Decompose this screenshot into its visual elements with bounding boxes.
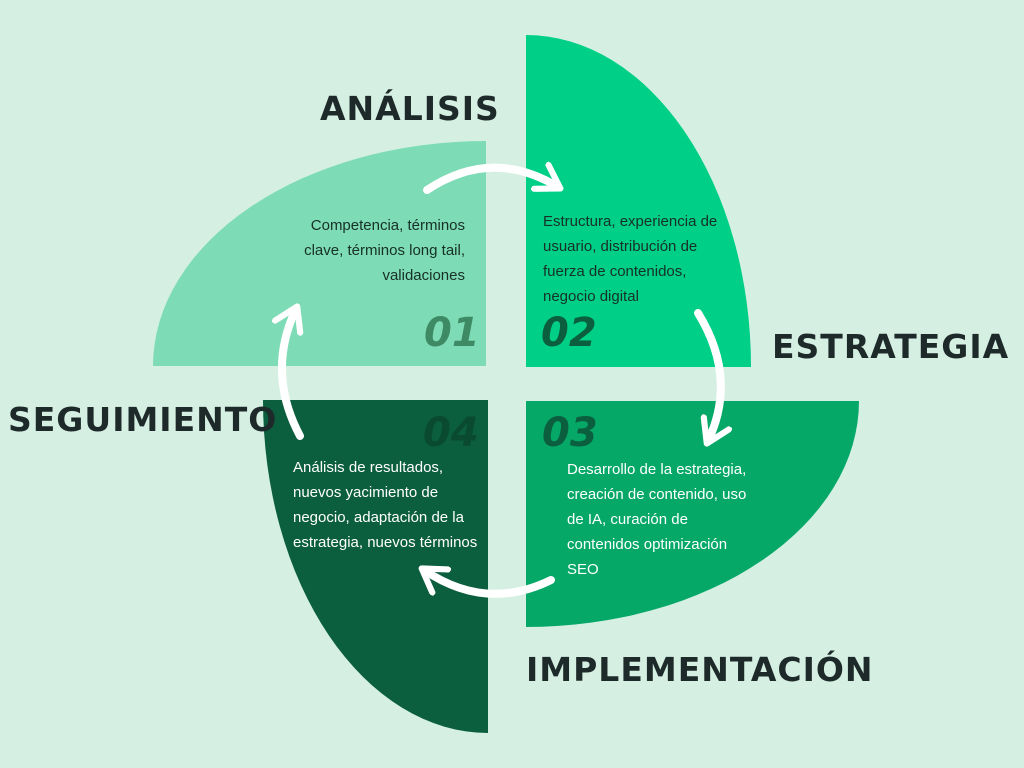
phase-4-title: SEGUIMIENTO <box>8 400 278 439</box>
phase-2-description: Estructura, experiencia de usuario, dist… <box>543 213 718 305</box>
phase-2-quadrant <box>526 35 751 367</box>
phase-4-number: 04 <box>423 410 479 456</box>
phase-3-number: 03 <box>542 410 598 456</box>
arrow-seguimiento-to-analisis <box>282 309 304 440</box>
phase-4-quadrant <box>263 400 488 733</box>
arrow-implementacion-to-seguimiento <box>424 570 555 598</box>
phase-2-title: ESTRATEGIA <box>772 327 1010 366</box>
phase-1-quadrant <box>153 141 486 366</box>
phase-3-description: Desarrollo de la estrategia, creación de… <box>567 461 747 578</box>
phase-2-number: 02 <box>541 310 597 356</box>
arrow-analisis-to-estrategia <box>423 168 558 194</box>
phase-3-title: IMPLEMENTACIÓN <box>526 650 874 689</box>
phase-1-title: ANÁLISIS <box>320 89 500 128</box>
phase-4-description: Análisis de resultados, nuevos yacimient… <box>293 459 478 551</box>
phase-1-number: 01 <box>424 310 480 356</box>
phase-1-description: Competencia, términos clave, términos lo… <box>304 217 465 284</box>
arrow-estrategia-to-implementacion <box>694 309 721 441</box>
phase-3-quadrant <box>526 401 859 627</box>
